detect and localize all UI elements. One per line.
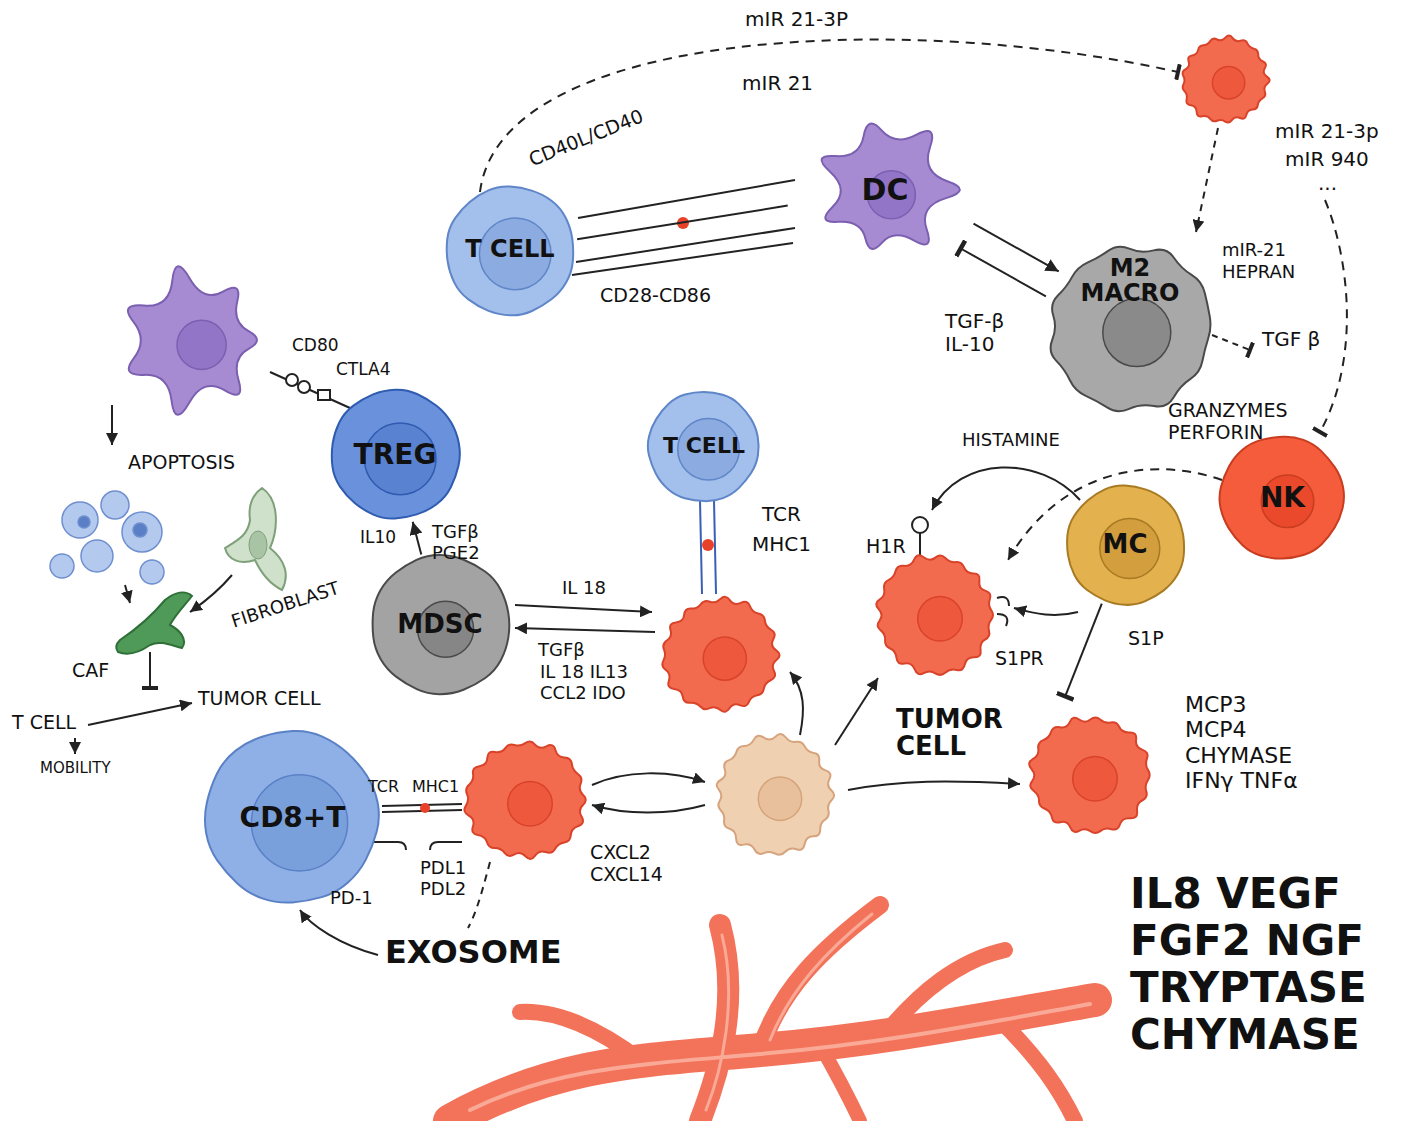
annotation-label: APOPTOSIS bbox=[128, 452, 235, 474]
interaction-connector bbox=[974, 224, 1059, 272]
annotation-label: IL8 VEGF FGF2 NGF TRYPTASE CHYMASE bbox=[1130, 870, 1392, 1058]
annotation-label: PD-1 bbox=[330, 888, 373, 909]
annotation-label: IL 18 bbox=[562, 578, 606, 599]
cell-node: MC bbox=[1065, 485, 1185, 605]
cell-node: NK bbox=[1220, 435, 1345, 560]
connector-label: TGF-β IL-10 bbox=[945, 310, 1025, 356]
annotation-label: IL 18 IL13 CCL2 IDO bbox=[540, 662, 660, 703]
cell-name: DC bbox=[862, 174, 909, 206]
cell-body bbox=[876, 555, 993, 675]
annotation-label: S1P bbox=[1128, 628, 1164, 650]
cell-name: MDSC bbox=[397, 611, 482, 638]
annotation-label: TGFβ bbox=[538, 640, 585, 661]
cell-nucleus bbox=[758, 777, 801, 820]
annotation-label: T CELL bbox=[12, 712, 76, 734]
cell-nucleus bbox=[177, 320, 226, 369]
interaction-lines bbox=[75, 40, 1347, 955]
annotation-label: mIR 21-3P bbox=[745, 8, 848, 31]
annotation-label: TCR bbox=[762, 503, 801, 526]
cell-body bbox=[662, 597, 779, 712]
cell-node: T CELL bbox=[648, 390, 760, 502]
annotation-label: ... bbox=[1318, 172, 1337, 195]
annotation-label: HISTAMINE bbox=[962, 430, 1060, 451]
annotation-label: CTLA4 bbox=[336, 360, 391, 380]
cell-body bbox=[717, 734, 834, 855]
cell-body bbox=[332, 390, 460, 519]
cell-nucleus bbox=[1073, 756, 1118, 801]
annotation-label: CXCL2 CXCL14 bbox=[590, 842, 690, 886]
fibroblast-cell bbox=[225, 488, 286, 590]
annotation-label: CD80 bbox=[292, 336, 339, 356]
cell-body bbox=[648, 392, 759, 501]
cell-node: M2 MACRO bbox=[1045, 240, 1215, 415]
cell-name: T CELL bbox=[465, 237, 554, 262]
annotation-label: PDL1 PDL2 bbox=[420, 858, 480, 899]
cell-node: DC bbox=[790, 110, 980, 270]
annotation-label: IL10 bbox=[360, 528, 396, 548]
cell-body bbox=[1067, 486, 1184, 605]
cell-nucleus bbox=[1212, 67, 1244, 99]
annotation-label: MHC1 bbox=[412, 778, 459, 796]
annotation-label: EXOSOME bbox=[385, 935, 562, 971]
apoptotic-bodies bbox=[50, 491, 164, 584]
annotation-label: mIR 21 bbox=[742, 72, 813, 95]
cell-nucleus bbox=[703, 637, 746, 680]
annotation-label: TGF β bbox=[1262, 328, 1320, 351]
annotation-label: TGFβ PGE2 bbox=[432, 522, 502, 563]
annotation-label: mIR 940 bbox=[1285, 148, 1369, 171]
cell-nucleus bbox=[1103, 299, 1171, 367]
annotation-label: TUMOR CELL bbox=[198, 688, 321, 710]
cell-nucleus bbox=[1100, 519, 1160, 579]
cell-body bbox=[822, 123, 960, 248]
cell-node: TREG bbox=[330, 390, 460, 520]
cell-node: CD8+T bbox=[205, 730, 380, 905]
cell-node: T CELL bbox=[445, 185, 575, 315]
cell-name: NK bbox=[1260, 483, 1305, 512]
annotation-label: MOBILITY bbox=[40, 760, 111, 777]
annotation-label: CD28-CD86 bbox=[600, 285, 711, 307]
annotation-label: FIBROBLAST bbox=[229, 578, 342, 632]
interaction-connector bbox=[577, 206, 788, 240]
cell-body bbox=[1029, 717, 1150, 832]
annotation-label: MHC1 bbox=[752, 533, 811, 556]
cell-node: TUMOR CELL bbox=[890, 700, 1180, 845]
caf-cell bbox=[116, 593, 192, 654]
cell-body bbox=[464, 742, 585, 859]
synapse-dots bbox=[420, 217, 714, 813]
interaction-connector bbox=[1065, 604, 1102, 697]
cell-body bbox=[205, 731, 379, 903]
cell-name: M2 MACRO bbox=[1070, 256, 1190, 306]
annotation-label: GRANZYMES PERFORIN bbox=[1168, 400, 1298, 444]
cell-body bbox=[1219, 437, 1343, 559]
annotation-label: mIR 21-3p bbox=[1275, 120, 1379, 143]
cell-node: MDSC bbox=[370, 555, 510, 695]
interaction-connector bbox=[961, 249, 1046, 297]
cell-name: T CELL bbox=[663, 434, 745, 457]
cell-body bbox=[128, 266, 257, 415]
annotation-label: TCR bbox=[368, 778, 399, 796]
cell-body bbox=[1183, 36, 1270, 123]
cell-body bbox=[373, 555, 510, 694]
interaction-connector bbox=[413, 522, 422, 555]
cell-nucleus bbox=[918, 596, 963, 641]
cell-nucleus bbox=[508, 781, 553, 826]
cell-name: TUMOR CELL bbox=[896, 706, 1036, 761]
annotation-label: MCP3 MCP4 CHYMASE IFNγ TNFα bbox=[1185, 692, 1305, 793]
cell-body bbox=[1051, 247, 1211, 411]
annotation-label: S1PR bbox=[995, 648, 1044, 670]
annotation-label: CAF bbox=[72, 660, 109, 682]
cell-name: TREG bbox=[354, 440, 437, 469]
annotation-label: HEPRAN bbox=[1222, 262, 1295, 283]
annotation-label: mIR-21 bbox=[1222, 240, 1286, 261]
cell-body bbox=[447, 187, 573, 316]
annotation-label: CD40L/CD40 bbox=[526, 105, 647, 171]
cell-name: MC bbox=[1103, 531, 1148, 558]
cell-name: CD8+T bbox=[240, 803, 346, 832]
annotation-label: H1R bbox=[866, 536, 906, 558]
